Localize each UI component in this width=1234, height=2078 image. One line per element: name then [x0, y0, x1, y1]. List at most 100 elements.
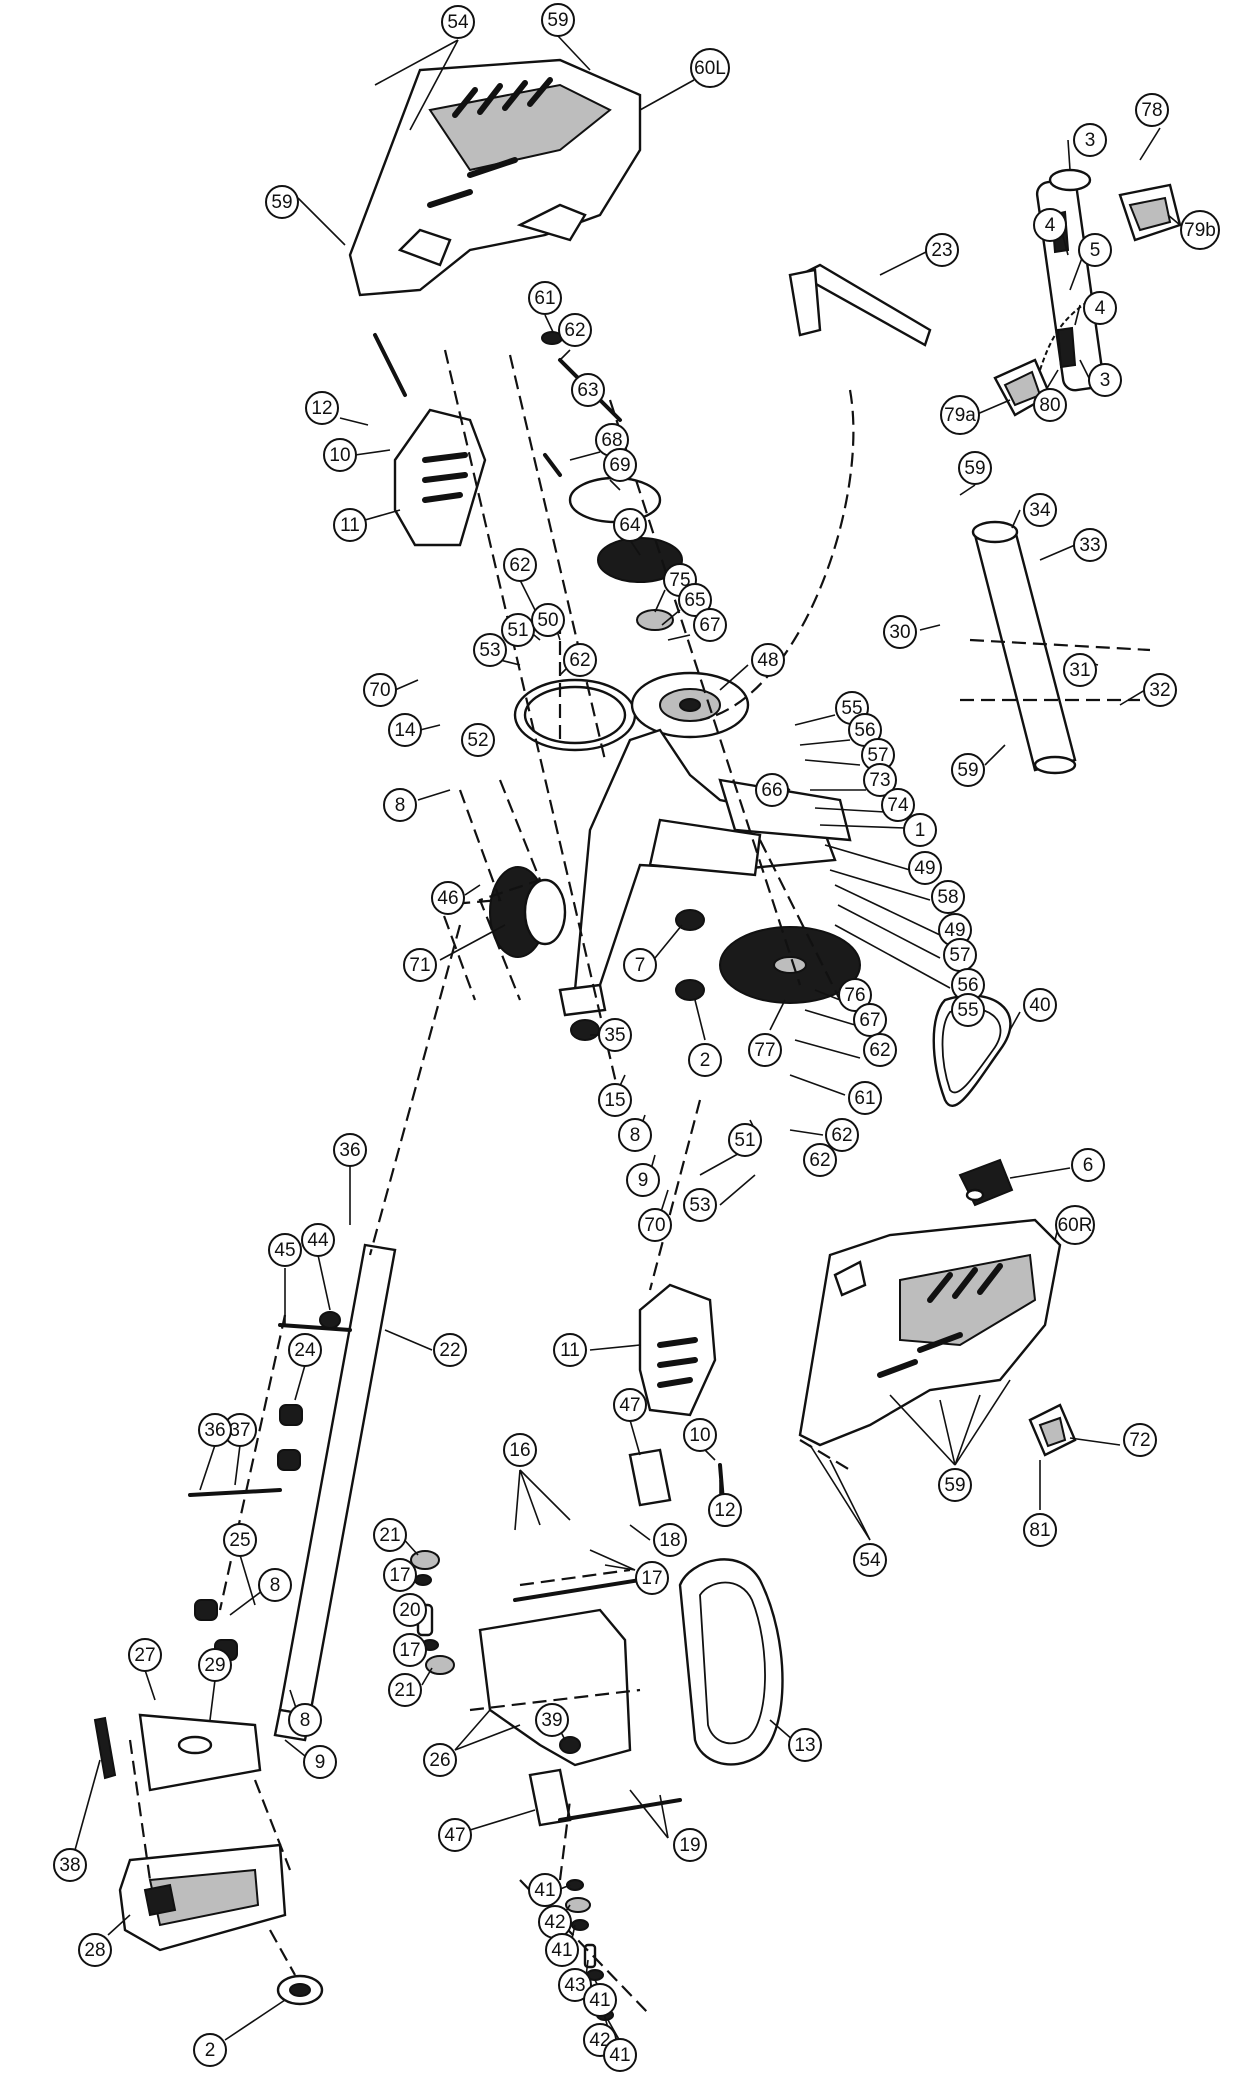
callout-circle [198, 1413, 232, 1447]
callout-12-top: 12 [305, 391, 339, 425]
callout-45: 45 [268, 1233, 302, 1267]
callout-63: 63 [571, 373, 605, 407]
right-cover-60R [798, 1218, 1062, 1447]
callout-47-bottom: 47 [438, 1818, 472, 1852]
callout-41-a: 41 [528, 1873, 562, 1907]
callout-72: 72 [1123, 1423, 1157, 1457]
callout-label: 16 [509, 1440, 530, 1461]
callout-62-c: 62 [563, 643, 597, 677]
callout-label: 41 [609, 2045, 630, 2066]
callout-circle [53, 1848, 87, 1882]
parts-7-2-mid [675, 909, 705, 1001]
callout-circle [128, 1638, 162, 1672]
callout-circle [305, 391, 339, 425]
callout-42-a: 42 [538, 1905, 572, 1939]
callout-59-bottom: 59 [938, 1468, 972, 1502]
callout-5: 5 [1078, 233, 1112, 267]
callout-11-bottom: 11 [553, 1333, 587, 1367]
callout-label: 8 [300, 1710, 311, 1731]
seat-13 [678, 1558, 784, 1766]
callout-label: 58 [937, 887, 958, 908]
callout-label: 55 [957, 1000, 978, 1021]
callout-44: 44 [301, 1223, 335, 1257]
callout-41-d: 41 [603, 2038, 637, 2072]
callout-24: 24 [288, 1333, 322, 1367]
callout-circle [1033, 208, 1067, 242]
callout-label: 17 [641, 1568, 662, 1589]
callout-62-b: 62 [503, 548, 537, 582]
callout-circle [1023, 493, 1057, 527]
callout-circle [788, 1728, 822, 1762]
callout-circle [1083, 291, 1117, 325]
callout-8-mid: 8 [618, 1118, 652, 1152]
stabilizer-29 [138, 1713, 262, 1792]
callout-circle [708, 1493, 742, 1527]
callout-8-foot: 8 [288, 1703, 322, 1737]
seat-post-23 [788, 263, 932, 347]
callout-circle [461, 723, 495, 757]
flywheel-77 [719, 926, 861, 1004]
callout-64: 64 [613, 508, 647, 542]
callout-circle [258, 1568, 292, 1602]
callout-59-left: 59 [265, 185, 299, 219]
callout-55-b: 55 [951, 993, 985, 1027]
callout-label: 20 [399, 1600, 420, 1621]
callout-58: 58 [931, 880, 965, 914]
callout-33: 33 [1073, 528, 1107, 562]
callout-label: 47 [619, 1395, 640, 1416]
callout-21-a: 21 [373, 1518, 407, 1552]
callout-61-top: 61 [528, 281, 562, 315]
callout-circle [383, 1558, 417, 1592]
callout-31: 31 [1063, 653, 1097, 687]
callout-4-b: 4 [1083, 291, 1117, 325]
callout-label: 17 [389, 1565, 410, 1586]
callout-label: 49 [914, 858, 935, 879]
callout-label: 13 [794, 1735, 815, 1756]
callout-78: 78 [1135, 93, 1169, 127]
callout-circle [638, 1208, 672, 1242]
callout-circle [403, 948, 437, 982]
callout-circle [333, 1133, 367, 1167]
callout-label: 8 [395, 795, 406, 816]
callout-7: 7 [623, 948, 657, 982]
callout-6: 6 [1071, 1148, 1105, 1182]
callout-circle [535, 1703, 569, 1737]
callout-57-b: 57 [943, 938, 977, 972]
callout-label: 81 [1029, 1520, 1050, 1541]
callout-circle [881, 788, 915, 822]
callout-label: 4 [1095, 298, 1106, 319]
callout-label: 35 [604, 1025, 625, 1046]
callout-circle [393, 1633, 427, 1667]
callout-label: 8 [630, 1125, 641, 1146]
callout-label: 30 [889, 622, 910, 643]
callout-circle [853, 1003, 887, 1037]
seat-bracket [478, 1578, 682, 1822]
callout-label: 54 [447, 12, 469, 33]
callout-label: 78 [1141, 100, 1162, 121]
callout-label: 63 [577, 380, 598, 401]
callout-label: 52 [467, 730, 488, 751]
callout-circle [678, 583, 712, 617]
callout-label: 12 [714, 1500, 735, 1521]
callout-54-bottom: 54 [853, 1543, 887, 1577]
callout-circle [626, 1163, 660, 1197]
callout-39: 39 [535, 1703, 569, 1737]
callout-label: 61 [534, 288, 555, 309]
callout-27: 27 [128, 1638, 162, 1672]
callout-label: 69 [609, 455, 630, 476]
callout-label: 23 [931, 240, 952, 261]
callout-label: 41 [534, 1880, 555, 1901]
callout-26: 26 [423, 1743, 457, 1777]
callout-label: 41 [589, 1990, 610, 2011]
callout-circle [925, 233, 959, 267]
callout-79a: 79a [940, 395, 980, 435]
callout-circle [1023, 1513, 1057, 1547]
handlebar-tube [1035, 168, 1105, 392]
callout-label: 51 [507, 620, 528, 641]
callout-label: 10 [689, 1425, 710, 1446]
callout-62-a: 62 [558, 313, 592, 347]
callout-label: 39 [541, 1710, 562, 1731]
callout-label: 42 [544, 1912, 565, 1933]
callout-label: 60R [1058, 1215, 1093, 1236]
callout-label: 59 [957, 760, 978, 781]
